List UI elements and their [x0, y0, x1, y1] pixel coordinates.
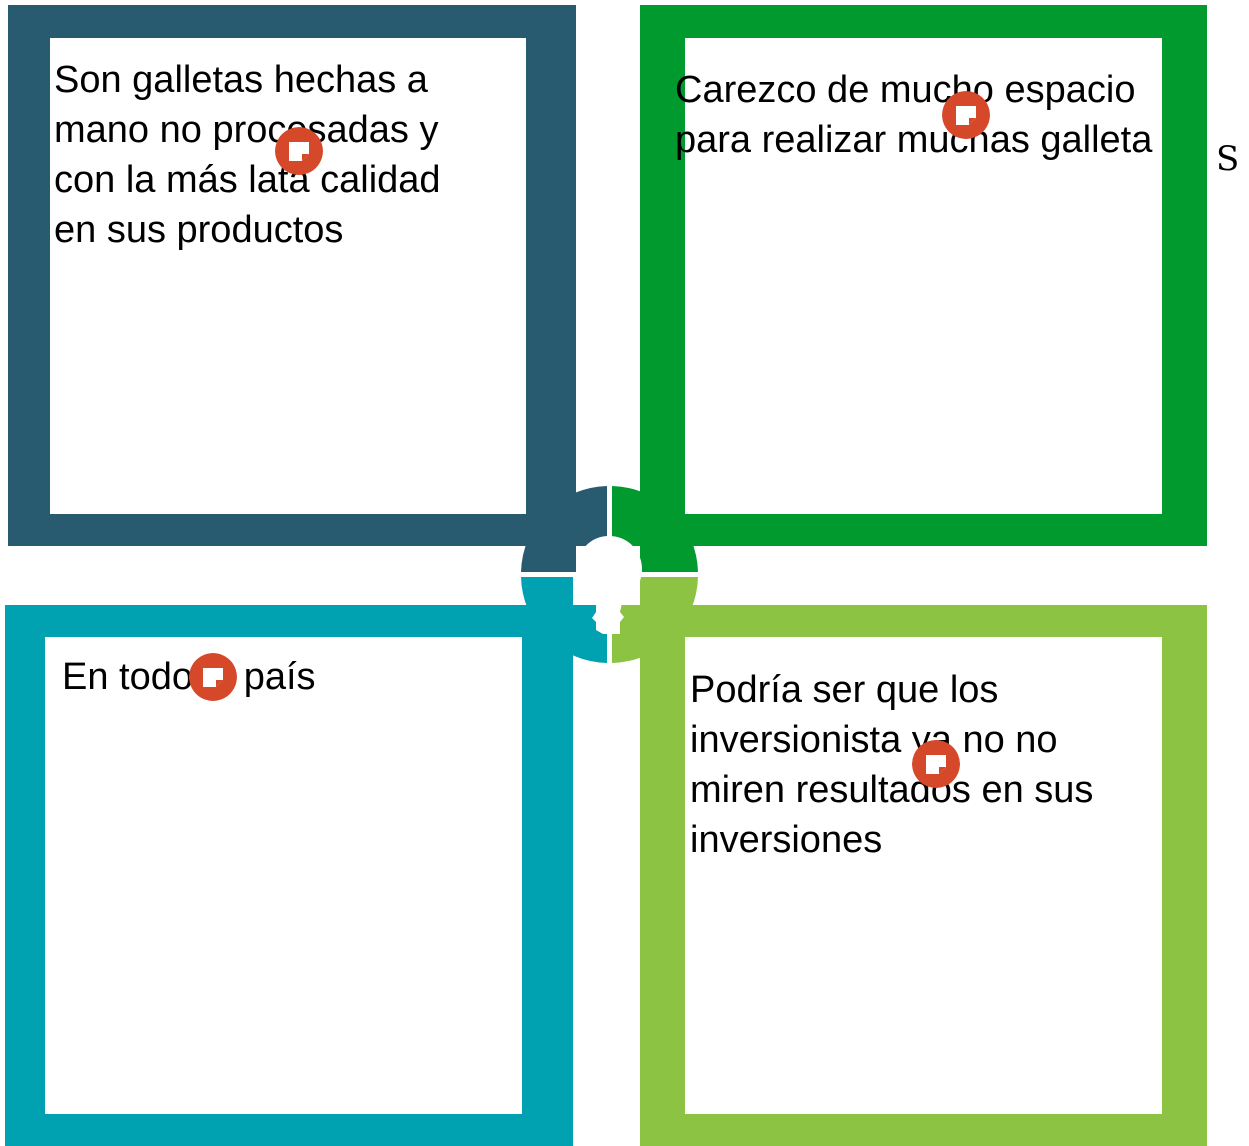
quadrant-bottom-left-text: En todo el país: [62, 656, 316, 698]
overflow-text-fragment: S: [1216, 139, 1240, 179]
ring-segment-top-right: [612, 486, 698, 572]
quadrant-top-left-content: Son galletas hechas a mano no procesadas…: [50, 38, 526, 514]
quadrant-top-right-text: Carezco de mucho espacio para realizar m…: [675, 69, 1153, 161]
comment-note-icon[interactable]: [912, 740, 960, 788]
quadrant-bottom-right-content: Podría ser que los inversionista ya no n…: [685, 637, 1162, 1114]
quadrant-bottom-left-content: En todo el país: [45, 637, 522, 1114]
ring-segment-bottom-right: [612, 577, 698, 663]
ring-segment-bottom-left: [521, 577, 607, 663]
quadrant-bottom-right-text: Podría ser que los inversionista ya no n…: [690, 669, 1094, 861]
quadrant-bottom-right: Podría ser que los inversionista ya no n…: [640, 605, 1207, 1146]
ring-segment-top-left: [521, 486, 607, 572]
comment-note-icon[interactable]: [189, 653, 237, 701]
quadrant-top-left: Son galletas hechas a mano no procesadas…: [8, 5, 576, 546]
quadrant-top-right: Carezco de mucho espacio para realizar m…: [640, 5, 1207, 546]
comment-note-icon[interactable]: [275, 127, 323, 175]
quadrant-top-right-content: Carezco de mucho espacio para realizar m…: [675, 38, 1162, 514]
lightbulb-head-icon: [577, 536, 642, 634]
quadrant-bottom-left: En todo el país: [5, 605, 573, 1146]
comment-note-icon[interactable]: [942, 91, 990, 139]
